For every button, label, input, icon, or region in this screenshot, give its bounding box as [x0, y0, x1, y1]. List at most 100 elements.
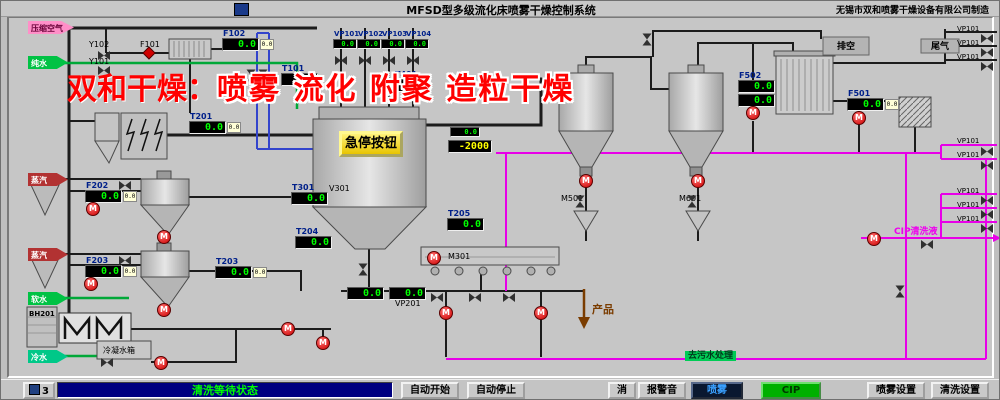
pump-icon-5[interactable]: M: [427, 251, 441, 265]
valve-icon-16[interactable]: [469, 287, 481, 302]
feed-arrow-0: 压缩空气: [28, 21, 74, 34]
page-number: 3: [42, 386, 49, 397]
display-value-VP103: 0.0: [381, 39, 405, 49]
valve-icon-20[interactable]: [921, 234, 933, 249]
label-0: Y102: [89, 40, 110, 49]
button-auto-start[interactable]: 自动开始: [401, 382, 459, 399]
display-value-T204: 0.0: [295, 236, 332, 249]
feed-arrow-5: 冷水: [28, 350, 68, 363]
pump-icon-1[interactable]: M: [691, 174, 705, 188]
label-5: VP101: [957, 25, 980, 33]
pump-icon-9[interactable]: M: [157, 303, 171, 317]
display-setpoint-T203: 0.0: [253, 267, 267, 278]
display-label-T101: T101: [282, 64, 305, 73]
button-alarm-sound[interactable]: 报警音: [638, 382, 686, 399]
display-value-T301: 0.0: [291, 192, 328, 205]
display-label-F501: F501: [848, 89, 871, 98]
pump-icon-12[interactable]: M: [281, 322, 295, 336]
status-bar: 清洗等待状态: [57, 382, 393, 398]
label-21: CIP清洗液: [894, 227, 938, 237]
company-name: 无锡市双和喷雾干燥设备有限公司制造: [835, 6, 989, 16]
valve-icon-10[interactable]: [981, 141, 993, 156]
valve-icon-22[interactable]: [258, 69, 274, 82]
pump-icon-11[interactable]: M: [84, 277, 98, 291]
label-9: VP101: [957, 151, 980, 159]
valve-icon-23[interactable]: [119, 175, 131, 190]
pump-icon-0[interactable]: M: [579, 174, 593, 188]
valve-icon-13[interactable]: [981, 204, 993, 219]
valve-icon-6[interactable]: [642, 33, 658, 46]
valve-icon-5[interactable]: [98, 60, 110, 75]
label-11: VP101: [957, 201, 980, 209]
display-value-F102: 0.0: [222, 38, 259, 51]
button-clean-settings[interactable]: 清洗设置: [931, 382, 989, 399]
display-value-VP102: 0.0: [357, 39, 381, 49]
display-label-T201: T201: [190, 112, 213, 121]
valve-icon-14[interactable]: [981, 218, 993, 233]
display-value-T401: 0.0: [394, 79, 431, 92]
button-spray[interactable]: 喷雾: [691, 382, 743, 399]
display-label-F102: F102: [223, 29, 246, 38]
page-title: MFSD型多级流化床喷雾干燥控制系统: [406, 4, 596, 17]
valve-icon-19[interactable]: [895, 285, 911, 298]
display-value-T205: 0.0: [447, 218, 484, 231]
pump-icon-2[interactable]: M: [746, 106, 760, 120]
pump-icon-10[interactable]: M: [86, 202, 100, 216]
display-value-F501: 0.0: [847, 98, 884, 111]
status-text: 清洗等待状态: [192, 384, 258, 397]
label-17: V301: [329, 184, 350, 193]
valve-icon-7[interactable]: [981, 28, 993, 43]
valve-icon-1[interactable]: [359, 50, 371, 65]
control-bar: 3 清洗等待状态 自动开始自动停止 消报警音喷雾 CIP 喷雾设置清洗设置: [1, 379, 999, 399]
display-value-L401a: 0.0: [450, 127, 480, 137]
valve-icon-17[interactable]: [503, 287, 515, 302]
valve-icon-18[interactable]: [358, 263, 374, 276]
valve-icon-2[interactable]: [383, 50, 395, 65]
valve-icon-9[interactable]: [981, 56, 993, 71]
valve-icon-11[interactable]: [981, 155, 993, 170]
feed-arrow-3: 蒸汽: [28, 248, 68, 261]
label-7: VP101: [957, 53, 980, 61]
pump-icon-7[interactable]: M: [534, 306, 548, 320]
valve-icon-0[interactable]: [335, 50, 347, 65]
display-value-T201: 0.0: [189, 121, 226, 134]
button-cip[interactable]: CIP: [761, 382, 821, 399]
label-4: 尾气: [930, 42, 949, 52]
label-12: VP101: [957, 215, 980, 223]
valve-icon-24[interactable]: [119, 250, 131, 265]
valve-icon-12[interactable]: [981, 190, 993, 205]
display-label-T204: T204: [296, 227, 319, 236]
screen-select-button[interactable]: 3: [23, 382, 55, 399]
label-13: M501: [561, 194, 584, 203]
valve-icon-8[interactable]: [981, 42, 993, 57]
button-mute[interactable]: 消: [608, 382, 636, 399]
label-22: 去污水处理: [685, 351, 737, 362]
pump-icon-6[interactable]: M: [439, 306, 453, 320]
pump-icon-14[interactable]: M: [316, 336, 330, 350]
valve-icon-25[interactable]: [101, 352, 113, 367]
pump-icon-3[interactable]: M: [852, 111, 866, 125]
display-setpoint-T201: 0.0: [227, 122, 241, 133]
display-label-T301: T301: [292, 183, 315, 192]
label-18: BH201: [29, 310, 55, 318]
label-15: M301: [448, 252, 471, 261]
display-value-F202: 0.0: [85, 190, 122, 203]
label-16: VP201: [395, 299, 421, 308]
valve-icon-4[interactable]: [98, 45, 110, 60]
valve-icon-27[interactable]: [687, 195, 703, 208]
pump-icon-4[interactable]: M: [867, 232, 881, 246]
valve-icon-15[interactable]: [431, 287, 443, 302]
pump-icon-8[interactable]: M: [157, 230, 171, 244]
display-value-VP101: 0.0: [333, 39, 357, 49]
display-value-F502: 0.0: [738, 80, 775, 93]
emergency-stop-button[interactable]: 急停按钮: [339, 131, 403, 157]
button-spray-settings[interactable]: 喷雾设置: [867, 382, 925, 399]
valve-icon-26[interactable]: [575, 195, 591, 208]
button-auto-stop[interactable]: 自动停止: [467, 382, 525, 399]
valve-icon-3[interactable]: [407, 50, 419, 65]
feed-arrow-4: 软水: [28, 292, 68, 305]
pump-icon-13[interactable]: M: [154, 356, 168, 370]
display-label-F502: F502: [739, 71, 762, 80]
